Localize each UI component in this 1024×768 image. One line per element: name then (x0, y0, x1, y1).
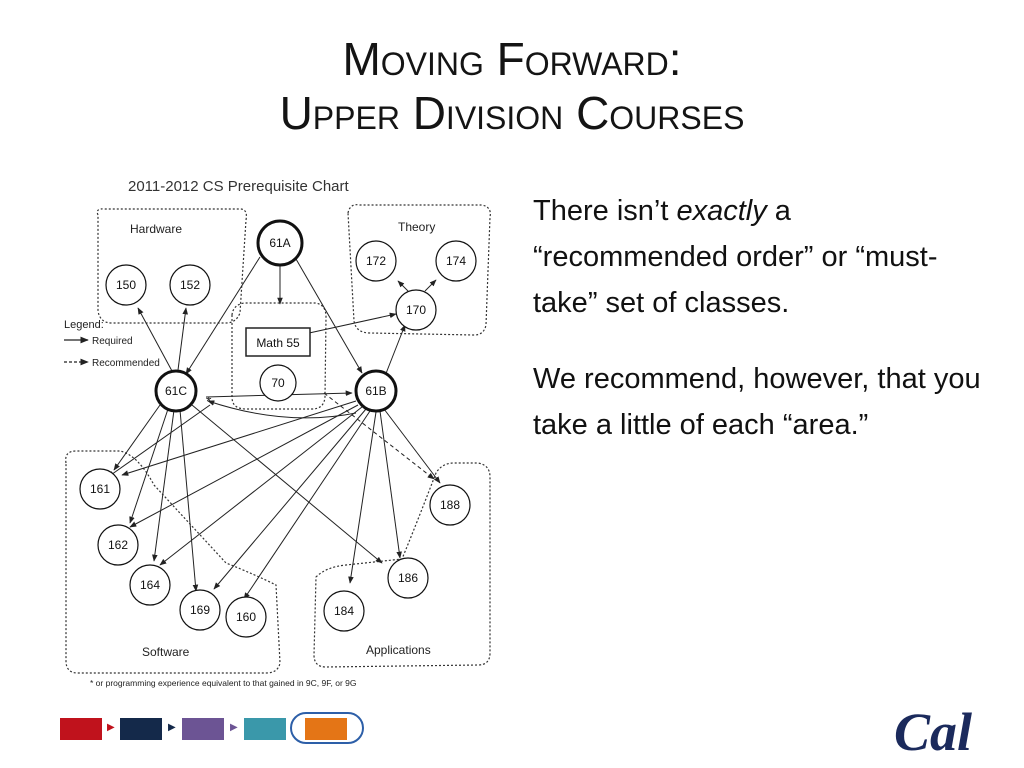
course-node-label: 161 (90, 482, 110, 496)
theory-region (347, 204, 491, 336)
course-node-label: 170 (406, 303, 426, 317)
course-node-label: 70 (271, 376, 285, 390)
nav-arrow-1-icon: ▶ (107, 722, 115, 733)
chart-title: 2011-2012 CS Prerequisite Chart (128, 178, 350, 195)
course-node-label: 150 (116, 278, 136, 292)
prerequisite-chart: 2011-2012 CS Prerequisite Chart Hardware… (64, 178, 491, 688)
required-edges (107, 256, 441, 600)
course-node-188 (429, 484, 471, 526)
course-node-label: 184 (334, 604, 354, 618)
chart-footnote: * or programming experience equivalent t… (90, 678, 356, 688)
cal-logo: Cal (894, 702, 972, 762)
course-node-label: 169 (190, 603, 210, 617)
course-node-172 (355, 240, 397, 282)
nav-step-1[interactable] (60, 718, 102, 740)
body-text: There isn’t exactly a “recommended order… (533, 188, 993, 478)
course-node-61B (354, 369, 398, 413)
paragraph-1-text-b: a “recommended order” or “must-take” set… (533, 195, 938, 319)
course-node-164 (129, 564, 171, 606)
course-node-label: 174 (446, 254, 466, 268)
paragraph-2: We recommend, however, that you take a l… (533, 363, 981, 441)
course-node-label: 164 (140, 578, 160, 592)
legend-recommended-label: Recommended (92, 358, 160, 369)
math55-label: Math 55 (256, 336, 300, 350)
course-node-label: 162 (108, 538, 128, 552)
nav-arrow-2-icon: ▶ (168, 722, 176, 733)
course-node-169 (179, 589, 221, 631)
nav-step-4[interactable] (244, 718, 286, 740)
nav-current-ring (290, 712, 364, 744)
group-label-applications: Applications (366, 643, 431, 657)
legend-heading: Legend: (64, 319, 104, 331)
paragraph-1: There isn’t exactly a “recommended order… (533, 188, 993, 326)
nav-step-3[interactable] (182, 718, 224, 740)
group-label-theory: Theory (398, 220, 435, 234)
group-label-hardware: Hardware (130, 222, 182, 236)
recommended-edges (323, 392, 435, 480)
math55-box (245, 327, 311, 357)
course-node-label: 160 (236, 610, 256, 624)
slide-title: Moving Forward: Upper Division Courses (0, 32, 1024, 140)
progress-nav: ▶ ▶ ▶ (60, 712, 380, 748)
cal-logo-text: Cal (894, 702, 972, 762)
course-node-162 (97, 524, 139, 566)
course-node-label: 61C (165, 384, 187, 398)
legend-required-label: Required (92, 336, 133, 347)
paragraph-1-emphasis: exactly (676, 195, 767, 227)
course-node-150 (105, 264, 147, 306)
course-node-label: 172 (366, 254, 386, 268)
course-nodes: 61A 61B 61C 150 152 172 174 170 70 161 162 164 169 16… (79, 219, 477, 638)
course-node-61A (256, 219, 304, 267)
hardware-region (96, 208, 247, 324)
course-node-label: 61A (269, 236, 290, 250)
asterisk-mark: * (206, 393, 212, 409)
group-label-software: Software (142, 645, 190, 659)
nav-step-2[interactable] (120, 718, 162, 740)
course-node-label: 152 (180, 278, 200, 292)
course-node-174 (435, 240, 477, 282)
nav-step-5-current[interactable] (305, 718, 347, 740)
course-node-184 (323, 590, 365, 632)
course-node-70 (259, 364, 297, 402)
title-line-2: Upper Division Courses (279, 87, 745, 139)
course-node-label: 188 (440, 498, 460, 512)
course-node-186 (387, 557, 429, 599)
course-node-160 (225, 596, 267, 638)
math-region (231, 302, 327, 410)
course-node-161 (79, 468, 121, 510)
course-node-170 (395, 289, 437, 331)
course-node-152 (169, 264, 211, 306)
course-node-label: 61B (365, 384, 386, 398)
nav-arrow-3-icon: ▶ (230, 722, 238, 733)
paragraph-1-text-a: There isn’t (533, 195, 677, 227)
course-node-label: 186 (398, 571, 418, 585)
course-node-61C (154, 369, 198, 413)
title-line-1: Moving Forward: (342, 33, 682, 85)
